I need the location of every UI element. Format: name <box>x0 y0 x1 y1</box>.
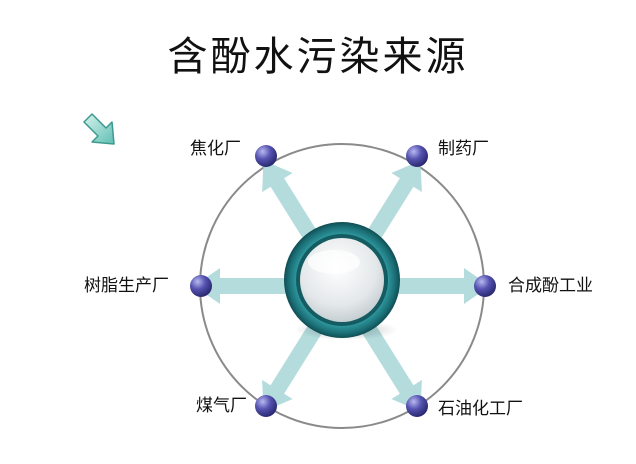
arrow-down-right-icon <box>83 113 115 145</box>
arrow-to-coking-plant <box>262 160 322 247</box>
center-hub <box>284 222 400 340</box>
arrow-to-gas-plant <box>262 325 322 412</box>
label-petrochem-plant: 石油化工厂 <box>438 399 523 419</box>
node-pharma-plant <box>406 145 428 167</box>
label-phenol-industry: 合成酚工业 <box>508 276 593 296</box>
flow-arrows <box>194 160 490 412</box>
source-nodes <box>190 145 496 417</box>
arrow-to-pharma-plant <box>362 160 422 247</box>
node-resin-plant <box>190 275 212 297</box>
page-title: 含酚水污染来源 <box>167 34 469 80</box>
label-resin-plant: 树脂生产厂 <box>84 276 169 296</box>
node-gas-plant <box>255 395 277 417</box>
label-coking-plant: 焦化厂 <box>190 139 241 159</box>
label-gas-plant: 煤气厂 <box>196 396 247 416</box>
node-coking-plant <box>255 145 277 167</box>
arrow-to-resin-plant <box>194 268 290 304</box>
node-phenol-industry <box>474 275 496 297</box>
arrow-to-petrochem-plant <box>362 325 422 412</box>
arrow-to-phenol-industry <box>394 268 490 304</box>
node-petrochem-plant <box>406 395 428 417</box>
label-pharma-plant: 制药厂 <box>438 139 489 159</box>
